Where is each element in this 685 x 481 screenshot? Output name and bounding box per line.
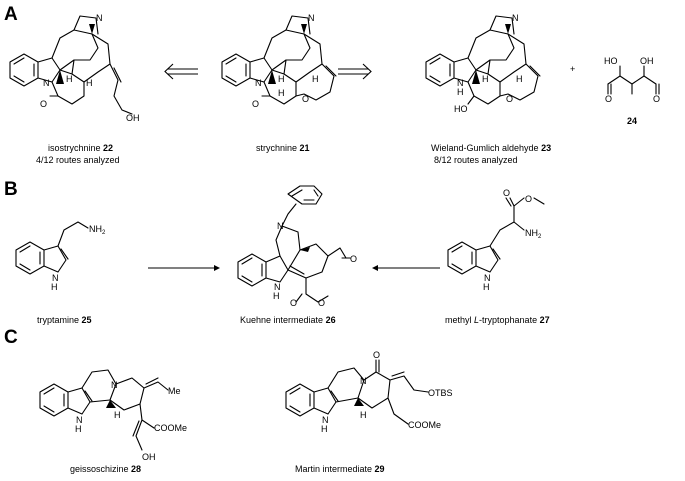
atom-o-strych-carbonyl: O bbox=[252, 99, 259, 109]
atom-h-iso-1: H bbox=[66, 74, 73, 84]
atom-coome-geisso: COOMe bbox=[154, 423, 187, 433]
strychnine-structure bbox=[221, 15, 337, 105]
atom-nh-h-geisso: H bbox=[75, 424, 82, 434]
arrow-tryptamine-to-kuehne bbox=[148, 265, 220, 271]
atom-nh-martin: N bbox=[322, 415, 329, 425]
atom-oh-geisso: OH bbox=[142, 452, 156, 462]
atom-h-strych-3: H bbox=[312, 74, 319, 84]
label-wieland-gumlich: Wieland-Gumlich aldehyde 23 bbox=[431, 143, 551, 153]
retro-arrow-right bbox=[338, 63, 372, 80]
retro-arrow-left bbox=[164, 63, 198, 80]
label-kuehne: Kuehne intermediate 26 bbox=[240, 315, 336, 325]
tryptamine-structure bbox=[15, 221, 89, 275]
compound-number-24: 24 bbox=[627, 116, 637, 126]
atom-n-martin: N bbox=[360, 376, 367, 386]
atom-o-martin: O bbox=[373, 350, 380, 360]
atom-nh-kuehne: N bbox=[274, 282, 281, 292]
label-wieland-routes: 8/12 routes analyzed bbox=[434, 155, 518, 165]
wieland-gumlich-structure bbox=[425, 15, 541, 105]
atom-nh2-tryptamine: NH2 bbox=[89, 224, 106, 236]
panel-label-b: B bbox=[4, 179, 18, 200]
atom-coome-martin: COOMe bbox=[408, 420, 441, 430]
atom-h-geisso: H bbox=[114, 410, 121, 420]
atom-o-malonic-1: O bbox=[605, 94, 612, 104]
atom-oh-malonic: OH bbox=[640, 56, 654, 66]
atom-nh-h-kuehne: H bbox=[273, 291, 280, 301]
malonic-acid-structure bbox=[607, 65, 660, 95]
atom-n-wieland-top: N bbox=[512, 13, 519, 23]
methyl-tryptophanate-structure bbox=[447, 197, 545, 275]
atom-o-malonic-2: O bbox=[653, 94, 660, 104]
atom-ho-wieland: HO bbox=[454, 104, 468, 114]
kuehne-intermediate-structure bbox=[237, 185, 351, 303]
atom-h-tryptamine: H bbox=[51, 282, 58, 292]
label-martin: Martin intermediate 29 bbox=[295, 464, 385, 474]
atom-o-kuehne-carbonyl: O bbox=[290, 298, 297, 308]
atom-h-strych-1: H bbox=[278, 74, 285, 84]
atom-n-geisso: N bbox=[111, 380, 118, 390]
atom-o-wieland-ether: O bbox=[506, 94, 513, 104]
label-methyl-tryptophanate: methyl L-tryptophanate 27 bbox=[445, 315, 550, 325]
atom-nh2-tryptophanate: NH2 bbox=[525, 228, 542, 240]
atom-nh-h-wieland: H bbox=[457, 87, 464, 97]
atom-n-iso: N bbox=[43, 78, 50, 88]
martin-intermediate-structure bbox=[285, 359, 429, 425]
panel-label-c: C bbox=[4, 327, 18, 348]
plus-sign: + bbox=[570, 64, 575, 74]
atom-o-kuehne-cho: O bbox=[350, 254, 357, 264]
atom-otbs-martin: OTBS bbox=[428, 388, 453, 398]
atom-o-iso: O bbox=[40, 99, 47, 109]
label-geissoschizine: geissoschizine 28 bbox=[70, 464, 141, 474]
atom-o-strych-ether: O bbox=[302, 94, 309, 104]
atom-n-kuehne: N bbox=[277, 221, 284, 231]
atom-o-kuehne-ester: O bbox=[318, 298, 325, 308]
atom-nh-geisso: N bbox=[76, 415, 83, 425]
atom-h-tryptophanate: H bbox=[483, 282, 490, 292]
atom-h-wieland-2: H bbox=[516, 74, 523, 84]
panel-label-a: A bbox=[4, 4, 18, 25]
atom-n-tryptophanate: N bbox=[484, 273, 491, 283]
atom-oh-iso: OH bbox=[126, 113, 140, 123]
label-isostrychnine-routes: 4/12 routes analyzed bbox=[36, 155, 120, 165]
atom-o-tryptophanate-carbonyl: O bbox=[503, 188, 510, 198]
atom-h-strych-2: H bbox=[278, 88, 285, 98]
geissoschizine-structure bbox=[39, 369, 169, 451]
label-tryptamine: tryptamine 25 bbox=[37, 315, 92, 325]
atom-o-tryptophanate-ester: O bbox=[525, 194, 532, 204]
atom-h-wieland-1: H bbox=[482, 74, 489, 84]
atom-n-strych-top: N bbox=[308, 13, 315, 23]
atom-ho-malonic: HO bbox=[604, 56, 618, 66]
atom-nh-h-martin: H bbox=[321, 424, 328, 434]
atom-n-iso-top: N bbox=[96, 13, 103, 23]
atom-me-geisso: Me bbox=[168, 386, 181, 396]
atom-n-strych: N bbox=[255, 78, 262, 88]
atom-h-martin: H bbox=[360, 410, 367, 420]
atom-h-iso-2: H bbox=[86, 78, 93, 88]
atom-nh-wieland: N bbox=[457, 78, 464, 88]
label-isostrychnine: isostrychnine 22 bbox=[48, 143, 113, 153]
label-strychnine: strychnine 21 bbox=[256, 143, 310, 153]
arrow-tryptophanate-to-kuehne bbox=[372, 265, 440, 271]
isostrychnine-structure bbox=[9, 15, 133, 115]
atom-n-tryptamine: N bbox=[52, 273, 59, 283]
